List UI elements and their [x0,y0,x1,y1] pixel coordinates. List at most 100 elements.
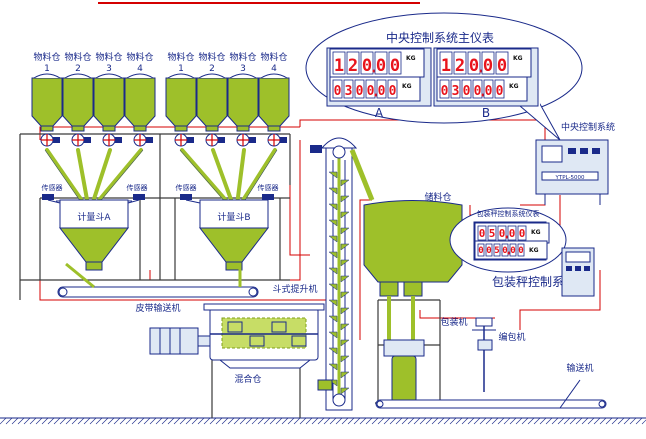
sensor-icon [42,194,61,204]
display-digit: 1 [441,56,451,76]
packing-control-unit: 包装秤控制系统 [492,247,595,297]
sensor-label: 传感器 [258,183,279,192]
bucket [328,219,338,227]
bin-label: 物料仓 [229,51,256,63]
display-digit: 3 [345,84,353,99]
bucket [340,307,350,315]
display-digit: 0 [479,227,486,240]
bin-number: 1 [44,64,50,74]
bucket [340,211,350,219]
valve-icon [267,133,287,147]
bucket [340,339,350,347]
display-digit: 0 [518,246,523,256]
sensor-label: 传感器 [127,183,148,192]
bucket [340,259,350,267]
weigh-hopper-b-label: 计量斗B [217,211,250,223]
display-digit: 0 [390,56,400,76]
central-control-cabinet: 中央控制系统 YTPL-5000 [535,121,615,205]
bag-icon [391,355,417,403]
bucket [340,371,350,379]
display-digit: 0 [497,56,507,76]
bucket [328,187,338,195]
display-unit: KG [406,55,416,62]
display-digit: 0 [496,84,504,99]
bucket [340,275,350,283]
packer-label: 包装机 [440,316,467,328]
bin-number: 1 [178,64,184,74]
display-digit: 0 [389,84,397,99]
display-digit: 0 [510,246,515,256]
output-conveyor: 输送机 [375,362,607,409]
weigh-hopper-b: 计量斗B [198,199,270,271]
display-digit: 5 [489,227,496,240]
bucket [328,235,338,243]
bucket [328,347,338,355]
bin-number: 3 [106,64,112,74]
central-system-label: 中央控制系统 [561,121,615,133]
bucket [328,331,338,339]
bucket [340,227,350,235]
conveyor-label: 输送机 [566,362,593,374]
packing-machine: 包装机 [383,316,468,403]
bucket [340,323,350,331]
sensor-label: 传感器 [42,183,63,192]
display-digit: 0 [474,84,482,99]
bin-label: 物料仓 [95,51,122,63]
motor-icon [149,327,199,355]
packing-bubble-title: 包装秤控制系统仪表 [477,209,540,218]
bucket [328,315,338,323]
sensor-icon [127,194,145,204]
display-digit: 0 [378,84,386,99]
feed-chute-outlines [44,149,278,206]
elevator-label: 斗式提升机 [272,283,317,295]
display-unit: KG [529,247,539,254]
display-digit: 0 [509,227,516,240]
sensor-label: 传感器 [176,183,197,192]
display-unit: KG [402,83,412,90]
valve-icon [102,133,122,147]
display-digit: 0 [362,56,372,76]
meter-name: B [482,106,490,120]
display-digit: 3 [452,84,460,99]
display-digit: 0 [367,84,375,99]
display-digit: 0 [463,84,471,99]
bucket [340,291,350,299]
display-digit: 0 [356,84,364,99]
display-digit: 5 [494,246,499,256]
meter-name: A [375,106,384,120]
belt-conveyor: 皮带输送机 [57,262,259,314]
valve-icon [236,133,256,147]
central-bubble-title: 中央控制系统主仪表 [386,30,494,45]
display-digit: 0 [441,84,449,99]
display-digit: 0 [519,227,526,240]
mixer-label: 混合仓 [234,373,261,385]
packing-system-label: 包装秤控制系统 [492,275,576,289]
valve-icon [133,133,153,147]
sewing-label: 编包机 [498,331,525,343]
display-digit: 0 [478,246,483,256]
sensor-icon [262,194,274,203]
display-digit: 0 [376,56,386,76]
bucket [328,283,338,291]
bucket [328,251,338,259]
bucket [328,203,338,211]
display-unit: KG [531,229,541,236]
weigh-hopper-a-label: 计量斗A [77,211,111,223]
display-digit: 0 [483,56,493,76]
bin-label: 物料仓 [126,51,153,63]
display-digit: 0 [334,84,342,99]
bin-label: 物料仓 [64,51,91,63]
